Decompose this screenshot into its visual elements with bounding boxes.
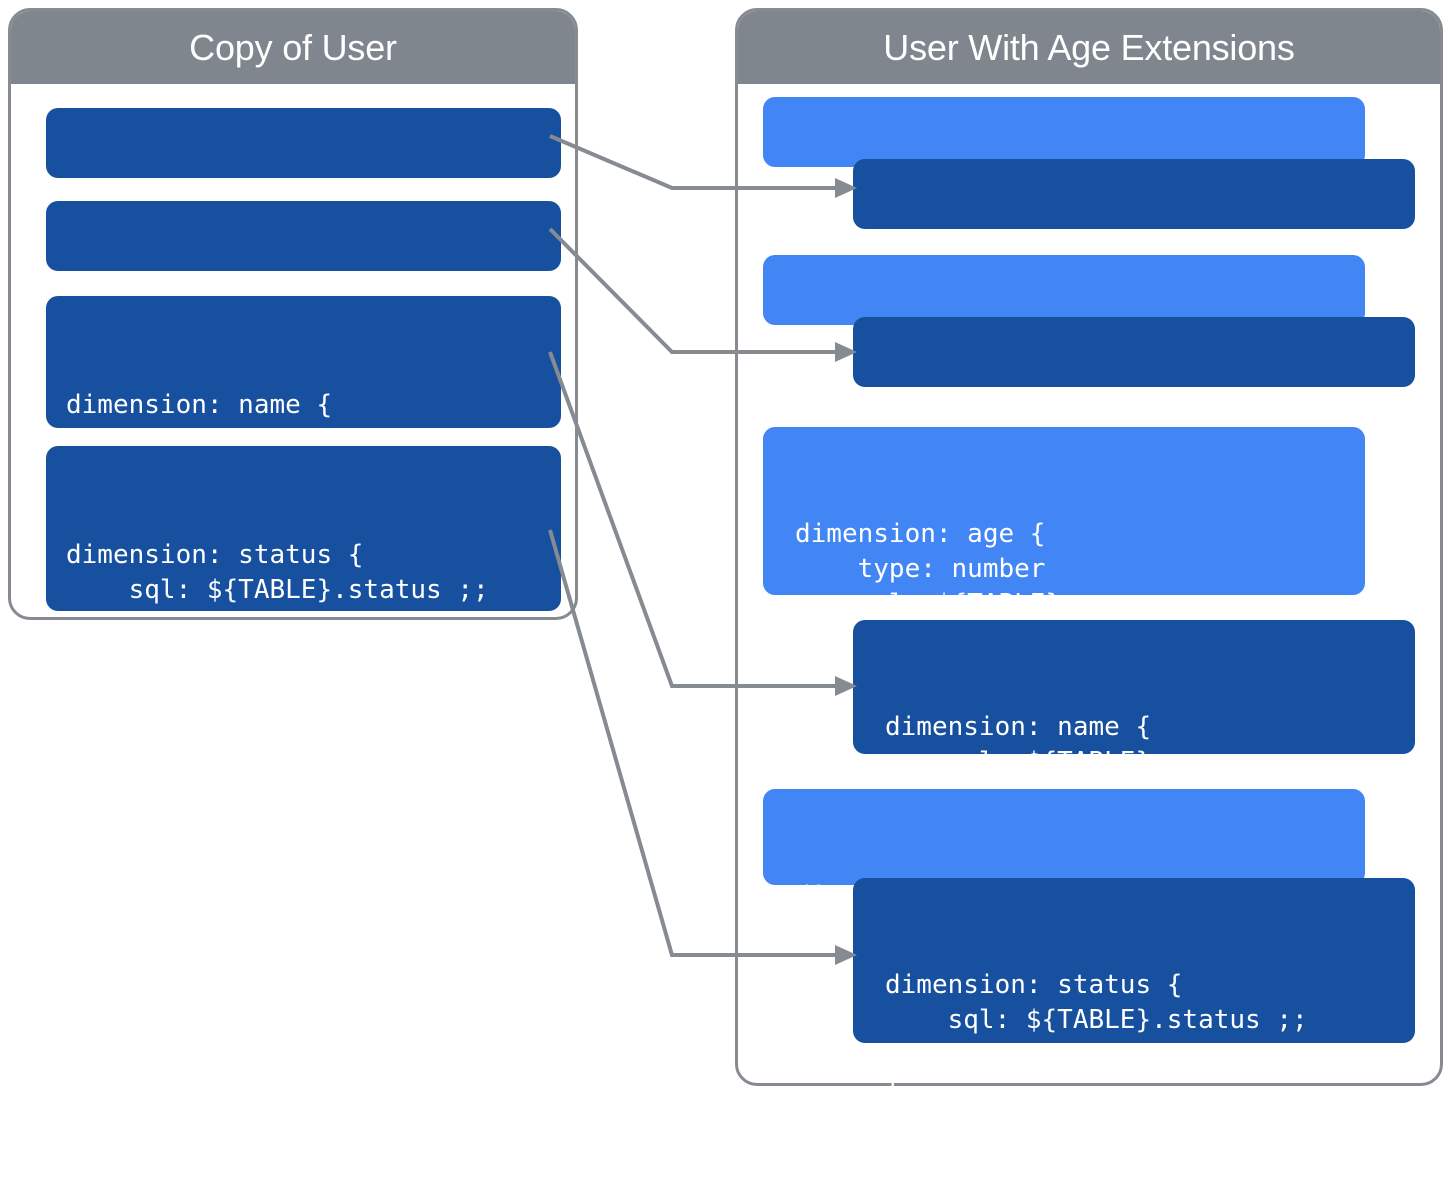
- panel-copy-of-user: Copy of User view: user { suggestions: y…: [8, 8, 578, 620]
- code-block-right-suggestions-extension: suggestions: no: [763, 255, 1365, 377]
- code-block-right-view-extension: view: user_with_age_extensions {: [763, 97, 1365, 219]
- code-block-left-dimension-name: dimension: name { sql: ${TABLE}.name ;; …: [46, 296, 561, 490]
- code-block-right-dimension-age: dimension: age { type: number sql: ${TAB…: [763, 427, 1365, 654]
- diagram-canvas: Copy of User view: user { suggestions: y…: [8, 8, 1443, 1105]
- code-block-right-suggestions-inherited: suggestions: yes: [853, 317, 1415, 439]
- panel-left-title: Copy of User: [11, 11, 575, 84]
- code-block-left-dimension-status: dimension: status { sql: ${TABLE}.status…: [46, 446, 561, 617]
- code-block-left-suggestions: suggestions: yes: [46, 201, 561, 325]
- code-block-right-view-inherited: view: user {: [853, 159, 1415, 281]
- code-block-right-dimension-name: dimension: name { sql: ${TABLE}.name ;; …: [853, 620, 1415, 812]
- code-block-right-dimension-status-inherited: dimension: status { sql: ${TABLE}.status…: [853, 878, 1415, 1105]
- code-text: dimension: status { sql: ${TABLE}.status…: [885, 970, 1308, 1105]
- code-block-left-view: view: user {: [46, 108, 561, 232]
- code-text: dimension: status { sql: ${TABLE}.status…: [66, 540, 489, 617]
- panel-right-title: User With Age Extensions: [738, 11, 1440, 84]
- code-block-right-dimension-status-extension: dimension: status { type: string: [763, 789, 1365, 946]
- code-text: dimension: name { sql: ${TABLE}.name ;; …: [885, 712, 1277, 812]
